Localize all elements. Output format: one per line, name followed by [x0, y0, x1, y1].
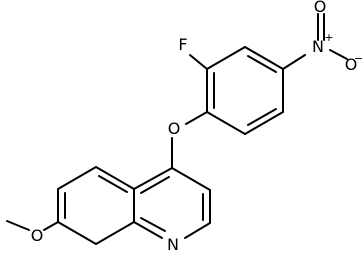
- nitro-oxygen-right-atom-label: O: [345, 55, 358, 74]
- bond: [185, 111, 208, 125]
- bond: [282, 54, 306, 70]
- nitro-oxygen-top-atom-label: O: [314, 0, 327, 16]
- bond: [140, 176, 170, 194]
- bond: [329, 49, 348, 60]
- bond: [189, 54, 208, 70]
- fluorine-atom-label: F: [178, 35, 187, 54]
- bond: [57, 221, 97, 245]
- atom-labels: F N + O O − O O N: [31, 0, 362, 254]
- bond: [95, 166, 135, 190]
- bond: [43, 221, 59, 231]
- bond: [247, 55, 277, 73]
- bond: [244, 111, 284, 135]
- bond: [140, 217, 166, 232]
- bond: [98, 175, 128, 193]
- nitro-nitrogen-atom-label: N: [312, 37, 324, 56]
- bond: [244, 46, 284, 70]
- nitro-oxygen-right-charge: −: [354, 52, 362, 65]
- ring-nitrogen-atom-label: N: [167, 235, 179, 254]
- nitro-nitrogen-charge: +: [324, 31, 333, 44]
- bond: [206, 46, 246, 70]
- bond: [133, 221, 163, 239]
- bond: [206, 111, 246, 135]
- bond: [6, 220, 30, 231]
- bond: [133, 167, 173, 190]
- ether-oxygen-atom-label: O: [168, 119, 181, 138]
- bond: [247, 108, 277, 126]
- methoxy-oxygen-atom-label: O: [31, 226, 44, 245]
- bond: [57, 166, 97, 190]
- bonds: [6, 13, 348, 245]
- bond: [184, 222, 211, 239]
- bond: [95, 221, 135, 245]
- bond: [171, 167, 211, 191]
